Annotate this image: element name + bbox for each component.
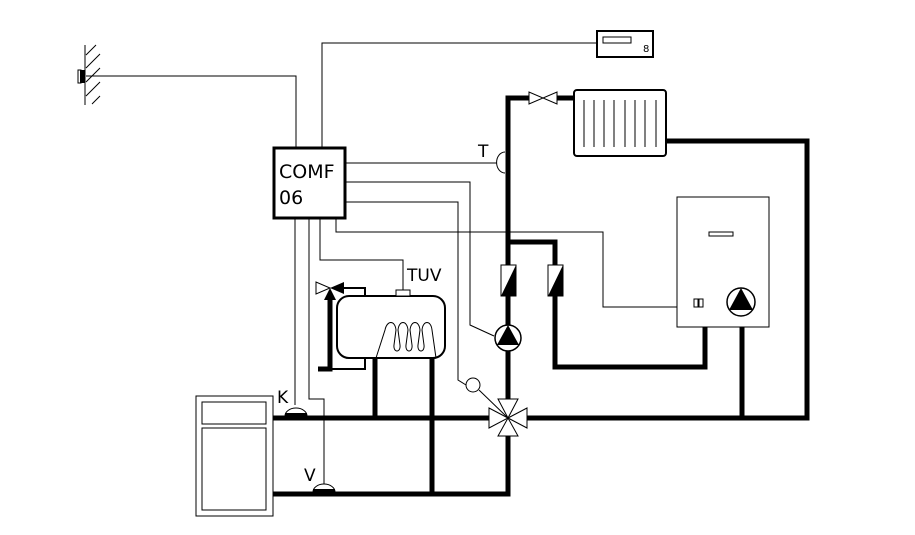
sensor-k-label: K [277,388,289,408]
temperature-sensor-t: T [477,142,506,174]
wall-sensor-icon [77,44,101,105]
controller-label-line2: 06 [279,187,303,209]
boiler-icon[interactable] [195,395,274,517]
check-valve-icon [500,264,517,297]
check-valve-icon [547,264,564,297]
pump-icon[interactable] [494,324,522,352]
controller-label-line1: COMF [279,161,335,183]
sensor-v-label: V [304,466,316,486]
room-unit-icon[interactable]: 8 [596,30,654,58]
tank-label: TUV [406,266,442,286]
signal-wires [86,42,678,488]
sensor-t-label: T [477,142,489,162]
pipes [273,95,810,497]
valve-icon[interactable] [528,91,558,105]
temperature-sensor-v: V [304,466,336,493]
svg-text:8: 8 [643,44,649,55]
temperature-sensor-k: K [277,388,308,417]
radiator-icon [573,89,667,157]
hot-water-tank-icon: TUV [336,266,446,359]
relief-valve-icon [315,281,344,300]
gas-boiler-icon[interactable] [676,196,770,328]
mixing-valve-icon[interactable] [465,377,528,437]
controller-comf06[interactable]: COMF 06 [272,146,347,220]
